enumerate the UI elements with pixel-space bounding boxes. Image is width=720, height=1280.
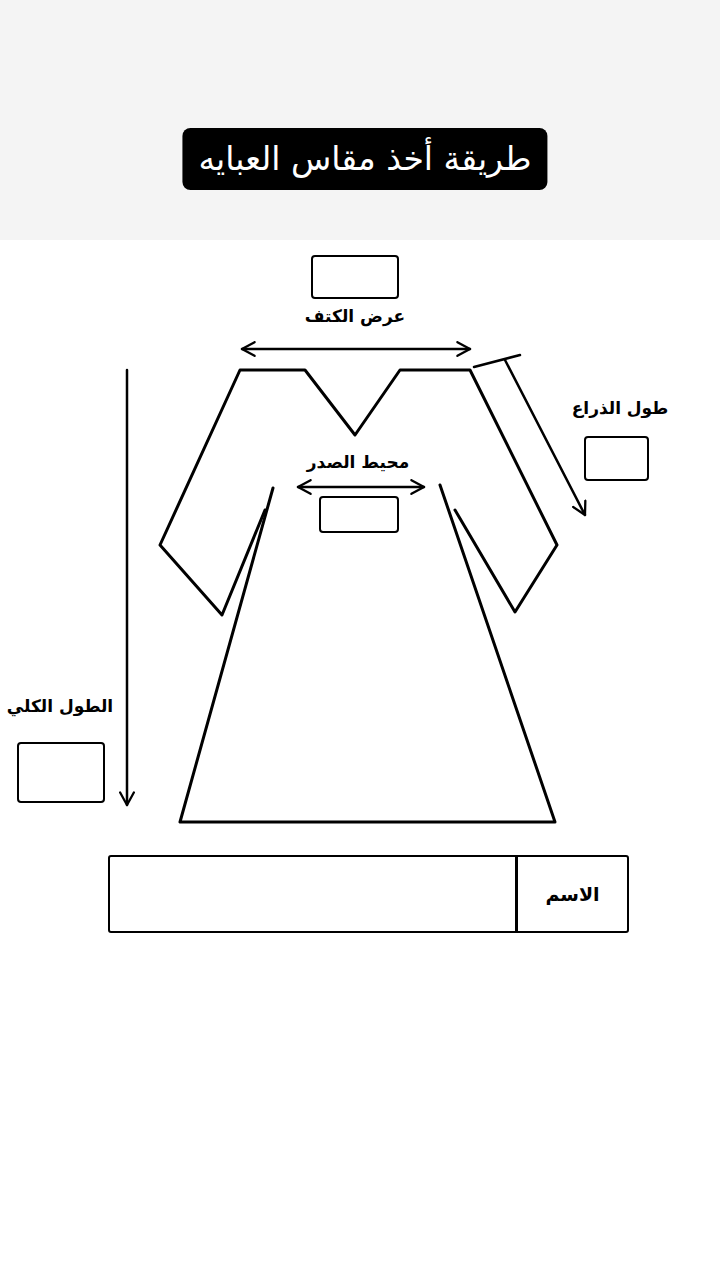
- measurement-label: محيط الصدر: [307, 452, 409, 472]
- title: طريقة أخذ مقاس العبايه: [198, 136, 531, 182]
- arm-tick: [474, 355, 520, 367]
- value-box: [585, 437, 648, 480]
- abaya-outline: [160, 370, 557, 615]
- chest-arrow: [298, 486, 424, 489]
- field-label: الاسم: [515, 857, 627, 931]
- measurement-label: عرض الكتف: [305, 306, 405, 326]
- length-arrow: [126, 370, 129, 805]
- abaya-body: [180, 485, 555, 822]
- value-box: [18, 743, 104, 802]
- measurement-label: الطول الكلي: [7, 696, 113, 716]
- measurement-label: طول الذراع: [572, 398, 669, 418]
- title-box: طريقة أخذ مقاس العبايه: [182, 128, 547, 190]
- header-band: [0, 0, 720, 240]
- value-box: [312, 256, 398, 298]
- arm-arrow: [505, 360, 585, 515]
- shoulder-arrow: [242, 348, 470, 351]
- value-box: [320, 497, 398, 532]
- name-field: الاسم: [108, 855, 629, 933]
